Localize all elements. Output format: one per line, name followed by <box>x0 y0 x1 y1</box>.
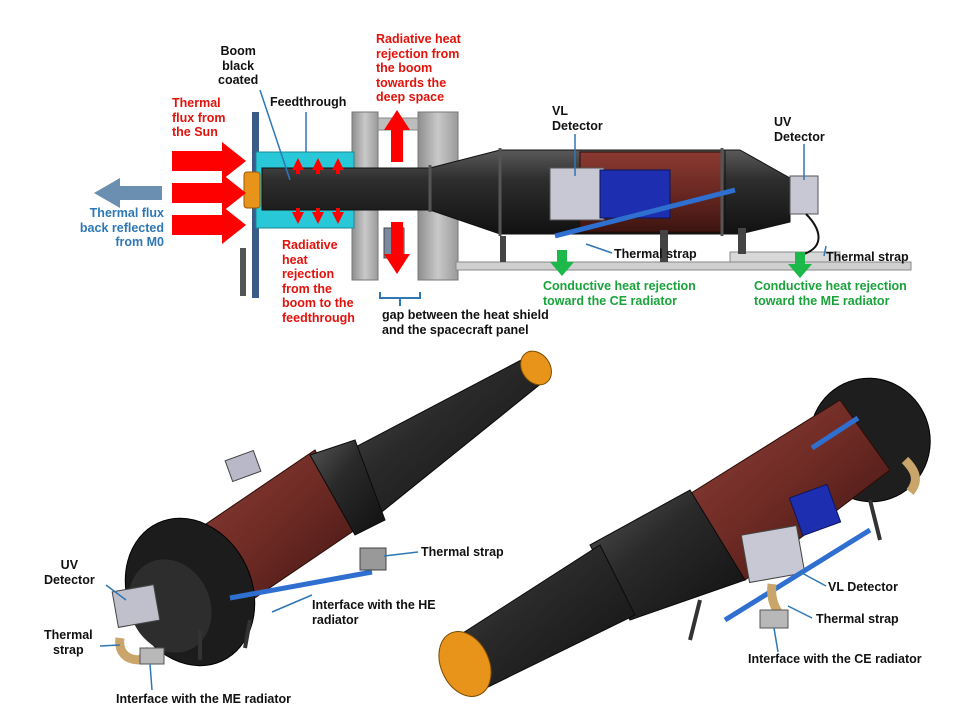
label-thermal-strap-top-right: Thermal strap <box>826 250 909 264</box>
support-leg-1 <box>500 236 506 262</box>
feedthrough-heat-arrows <box>292 158 344 224</box>
iso-right-blue-strap <box>723 527 872 623</box>
leader-bl-uv <box>105 584 127 601</box>
leader-br-interface-ce <box>773 627 779 653</box>
bottom-left-iso-view <box>99 350 552 691</box>
leader-bl-strap-right <box>383 551 419 557</box>
label-thermal-strap-bl-right: Thermal strap <box>421 545 504 559</box>
deep-space-arrow-up <box>384 110 410 162</box>
iso-left-cone <box>309 439 386 536</box>
bottom-right-iso-view <box>438 377 931 697</box>
baseplate-support <box>729 251 841 263</box>
iso-right-vl-detector <box>740 524 806 584</box>
iso-right-orange-flange <box>438 631 492 697</box>
iso-left-boom-end <box>520 350 552 386</box>
boom-arrow-down <box>384 222 410 274</box>
iso-right-blue-strap-top <box>810 415 860 451</box>
label-vl-detector-top: VL Detector <box>552 104 603 133</box>
reflected-flux-arrow <box>94 178 162 208</box>
feedthrough-arrow-up-1 <box>292 158 304 174</box>
spacecraft-panel-strip <box>240 248 246 296</box>
label-uv-detector-top: UV Detector <box>774 115 825 144</box>
iso-right-leg-2 <box>868 499 882 541</box>
top-cross-section <box>94 89 912 306</box>
iso-left-bracket <box>359 547 387 571</box>
leader-thermal-strap-right <box>823 245 827 257</box>
sun-flux-arrow-3 <box>172 206 246 244</box>
leader-bl-interface-me <box>149 663 153 691</box>
label-thermal-strap-bl-left: Thermal strap <box>44 628 93 657</box>
iso-left-front-cap-inner <box>128 559 212 653</box>
iso-right-blue-panel <box>788 483 842 537</box>
label-gap-heat-shield: gap between the heat shield and the spac… <box>382 308 549 337</box>
label-feedthrough: Feedthrough <box>270 95 347 109</box>
label-vl-detector-br: VL Detector <box>828 580 898 594</box>
label-thermal-flux-sun: Thermal flux from the Sun <box>172 96 226 139</box>
iso-left-boom-tube <box>349 357 549 516</box>
label-conductive-me: Conductive heat rejection toward the ME … <box>754 279 907 308</box>
leader-bl-strap-left <box>99 644 121 647</box>
gap-bracket <box>379 292 421 299</box>
uv-thermal-strap-cable <box>803 213 820 255</box>
iso-left-uv-detector <box>111 584 161 628</box>
label-radiative-feedthrough: Radiative heat rejection from the boom t… <box>282 238 355 325</box>
feedthrough-arrow-down-1 <box>292 208 304 224</box>
feedthrough-arrow-down-3 <box>332 208 344 224</box>
leader-boom-coated <box>259 89 291 181</box>
feedthrough-arrow-up-3 <box>332 158 344 174</box>
label-radiative-deep-space: Radiative heat rejection from the boom t… <box>376 32 461 104</box>
label-thermal-flux-reflected: Thermal flux back reflected from M0 <box>79 206 164 249</box>
label-boom-black-coated: Boom black coated <box>218 44 259 87</box>
iso-left-blue-strap <box>229 569 373 601</box>
iso-right-leg-1 <box>688 599 702 641</box>
label-interface-me: Interface with the ME radiator <box>116 692 292 706</box>
vl-detector-housing <box>549 167 605 221</box>
leader-br-vl <box>799 571 827 587</box>
feedthrough-arrow-down-2 <box>312 208 324 224</box>
sun-flux-arrows <box>172 142 246 244</box>
label-interface-ce: Interface with the CE radiator <box>748 652 922 666</box>
ce-conductive-arrow <box>550 250 574 276</box>
thermal-strap-blue-top <box>554 187 736 239</box>
uv-detector-housing <box>789 175 819 215</box>
label-thermal-strap-br: Thermal strap <box>816 612 899 626</box>
feedthrough-arrow-up-2 <box>312 158 324 174</box>
iso-right-interface-plate <box>759 609 789 629</box>
leader-bl-interface-he <box>271 594 313 613</box>
label-thermal-strap-center: Thermal strap <box>614 247 697 261</box>
leader-thermal-strap-center <box>585 243 613 254</box>
support-leg-3 <box>738 228 746 254</box>
iso-left-top-box <box>224 449 262 483</box>
support-leg-2 <box>660 230 668 262</box>
leader-br-strap <box>787 605 813 619</box>
boom-rear-cone <box>724 149 791 235</box>
me-conductive-arrow <box>788 252 812 278</box>
baseplate-rail <box>455 261 912 271</box>
label-interface-he: Interface with the HE radiator <box>312 598 436 627</box>
orange-flange <box>243 171 261 209</box>
sun-flux-arrow-2 <box>172 174 246 212</box>
iso-left-leg-2 <box>243 619 252 649</box>
label-conductive-ce: Conductive heat rejection toward the CE … <box>543 279 696 308</box>
iso-left-interface-plate <box>139 647 165 665</box>
iso-right-gold-strap-rear <box>901 456 920 495</box>
label-uv-detector-bl: UV Detector <box>44 558 95 587</box>
sun-flux-arrow-1 <box>172 142 246 180</box>
